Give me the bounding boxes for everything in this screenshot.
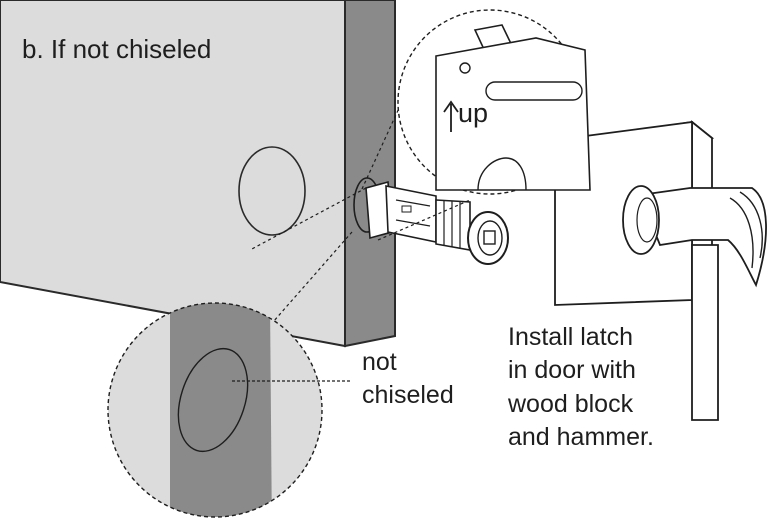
latch-zoom-content — [435, 24, 591, 191]
instruction-line-1: Install latch — [508, 323, 634, 351]
callout-connector — [377, 199, 471, 241]
up-arrow-icon — [443, 100, 459, 132]
hammer-handle — [691, 244, 719, 421]
latch-up-marking: up — [458, 98, 489, 128]
edge-zoom-content — [108, 303, 322, 517]
latch — [365, 180, 509, 265]
edge-zoom-circle — [107, 302, 323, 518]
latch-slot — [485, 81, 583, 101]
latch-lower-arc — [477, 157, 527, 191]
hammer-face-ring — [636, 197, 658, 243]
callout-connector — [265, 231, 353, 331]
latch-window — [401, 205, 412, 213]
latch-body-line — [395, 199, 431, 207]
not-chiseled-label-line1: not — [362, 348, 397, 376]
hammer — [622, 185, 767, 421]
edge-zoom-callout — [107, 187, 367, 518]
door — [0, 0, 396, 348]
latch-cylinder — [435, 199, 471, 251]
latch-screw-hole — [459, 62, 471, 74]
hammer-claw-line — [729, 197, 754, 269]
instruction-line-2: in door with — [508, 356, 636, 384]
latch-spindle-slot — [483, 230, 496, 245]
door-bore-hole — [238, 146, 306, 236]
zoom-latch-hole — [177, 347, 249, 453]
hammer-head — [638, 187, 767, 288]
latch-plate-zoom — [435, 37, 591, 191]
step-title: b. If not chiseled — [22, 34, 212, 64]
door-edge — [344, 0, 396, 348]
hammer-claw-line — [739, 191, 763, 259]
latch-body — [385, 185, 437, 243]
latch-zoom-callout — [361, 9, 591, 241]
callout-connector — [249, 187, 367, 251]
instruction-line-4: and hammer. — [508, 423, 654, 451]
callout-connector — [361, 94, 406, 190]
hammer-striking-face — [622, 185, 660, 255]
latch-spindle-ring — [477, 220, 503, 256]
not-chiseled-label-line2: chiseled — [362, 381, 454, 409]
latch-body-line — [395, 219, 431, 227]
instruction-line-3: wood block — [508, 390, 634, 418]
